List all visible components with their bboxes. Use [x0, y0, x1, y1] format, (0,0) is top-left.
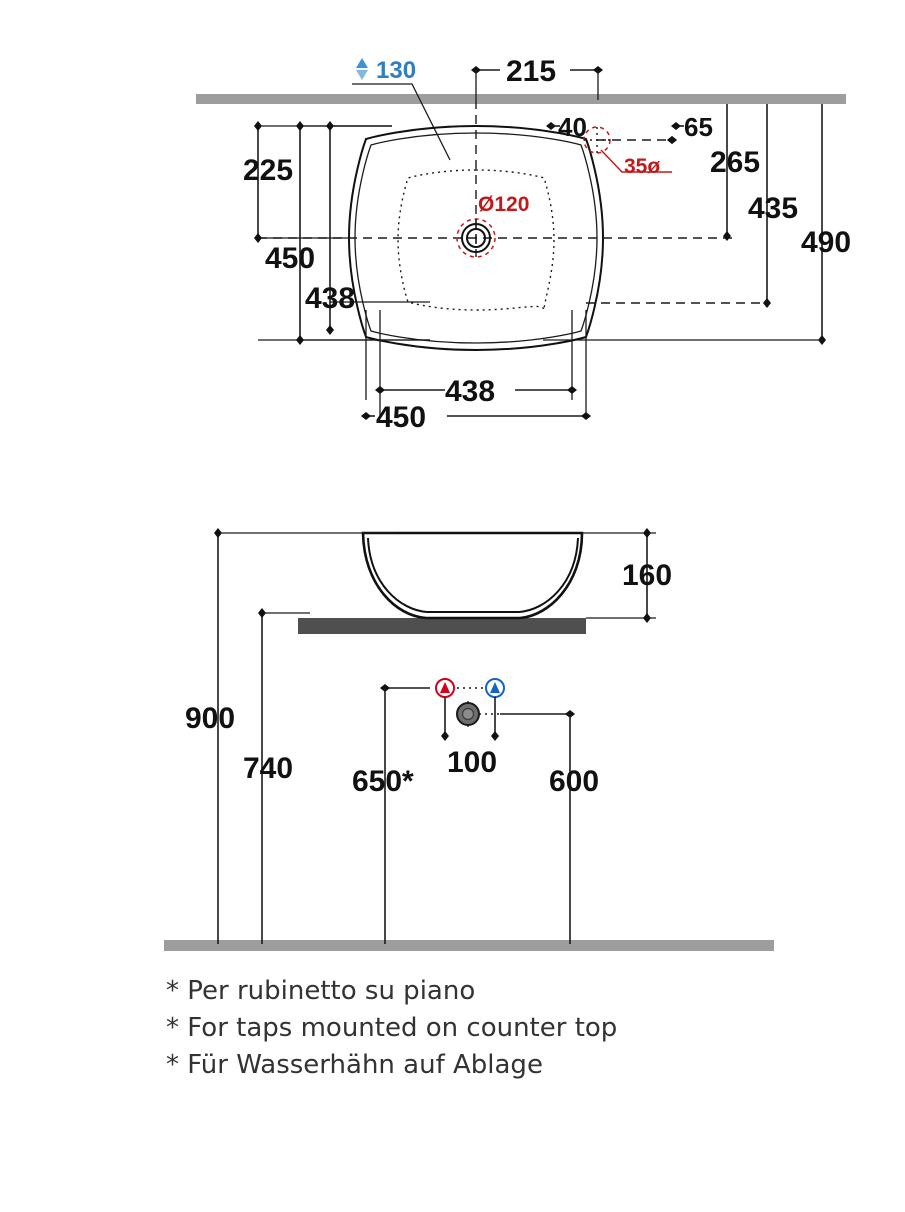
dim-265-group: 265 — [710, 104, 760, 241]
dim-438-left: 438 — [305, 282, 355, 315]
dim-100-group: 100 — [441, 697, 499, 779]
dim-265: 265 — [710, 146, 760, 179]
counter-top-bar — [298, 618, 586, 634]
dim-215-group: 215 — [471, 55, 603, 100]
dim-650: 650* — [352, 765, 414, 798]
dim-450-left: 450 — [265, 242, 315, 275]
height-arrow-icon — [356, 58, 368, 80]
dim-490-group: 490 — [543, 104, 851, 345]
dim-450-bottom-group: 450 — [361, 401, 591, 434]
dim-450-left-group: 450 — [265, 121, 315, 345]
note-it: * Per rubinetto su piano — [166, 976, 475, 1006]
floor-bar — [164, 940, 774, 951]
dim-600-group: 600 — [479, 710, 599, 944]
dim-740: 740 — [243, 752, 293, 785]
basin-profile-inner — [367, 537, 579, 613]
note-de: * Für Wasserhähn auf Ablage — [166, 1050, 543, 1080]
dim-900-group: 900 — [185, 528, 398, 944]
dim-40: 40 — [558, 112, 587, 142]
dim-65-group: 65 — [597, 112, 713, 144]
basin-rim-outline — [354, 132, 598, 344]
dim-100: 100 — [447, 746, 497, 779]
dim-490: 490 — [801, 226, 851, 259]
label-drain-diameter: Ø120 — [478, 193, 529, 216]
note-en: * For taps mounted on counter top — [166, 1013, 617, 1043]
dim-225: 225 — [243, 154, 293, 187]
basin-profile — [361, 531, 584, 620]
dim-40-group: 40 — [546, 112, 587, 142]
dim-650-group: 650* — [352, 684, 430, 944]
dim-450-bottom: 450 — [376, 401, 426, 434]
dim-160-group: 160 — [582, 528, 672, 623]
hot-water-supply-icon — [435, 678, 455, 698]
label-tap-hole: 35ø — [624, 155, 660, 178]
dim-600: 600 — [549, 765, 599, 798]
dim-130: 130 — [376, 57, 416, 84]
dim-435-group: 435 — [586, 104, 798, 308]
drain-outlet — [456, 218, 496, 258]
dim-65: 65 — [684, 112, 713, 142]
notes-block: * Per rubinetto su piano * For taps moun… — [166, 976, 617, 1080]
cold-water-supply-icon — [485, 678, 505, 698]
wall-bar — [196, 94, 846, 104]
dim-438-bottom: 438 — [445, 375, 495, 408]
dim-225-group: 225 — [243, 121, 293, 243]
dim-435: 435 — [748, 192, 798, 225]
dim-900: 900 — [185, 702, 235, 735]
dim-438-left-group: 438 — [305, 121, 355, 335]
dim-215: 215 — [506, 55, 556, 88]
dim-740-group: 740 — [243, 608, 310, 944]
dim-160: 160 — [622, 559, 672, 592]
plan-view: 130 215 Ø120 — [196, 55, 851, 434]
waste-drain-icon — [456, 701, 480, 727]
dim-438-bottom-group: 438 — [375, 375, 577, 408]
elevation-view: 160 900 740 650* — [164, 528, 774, 951]
